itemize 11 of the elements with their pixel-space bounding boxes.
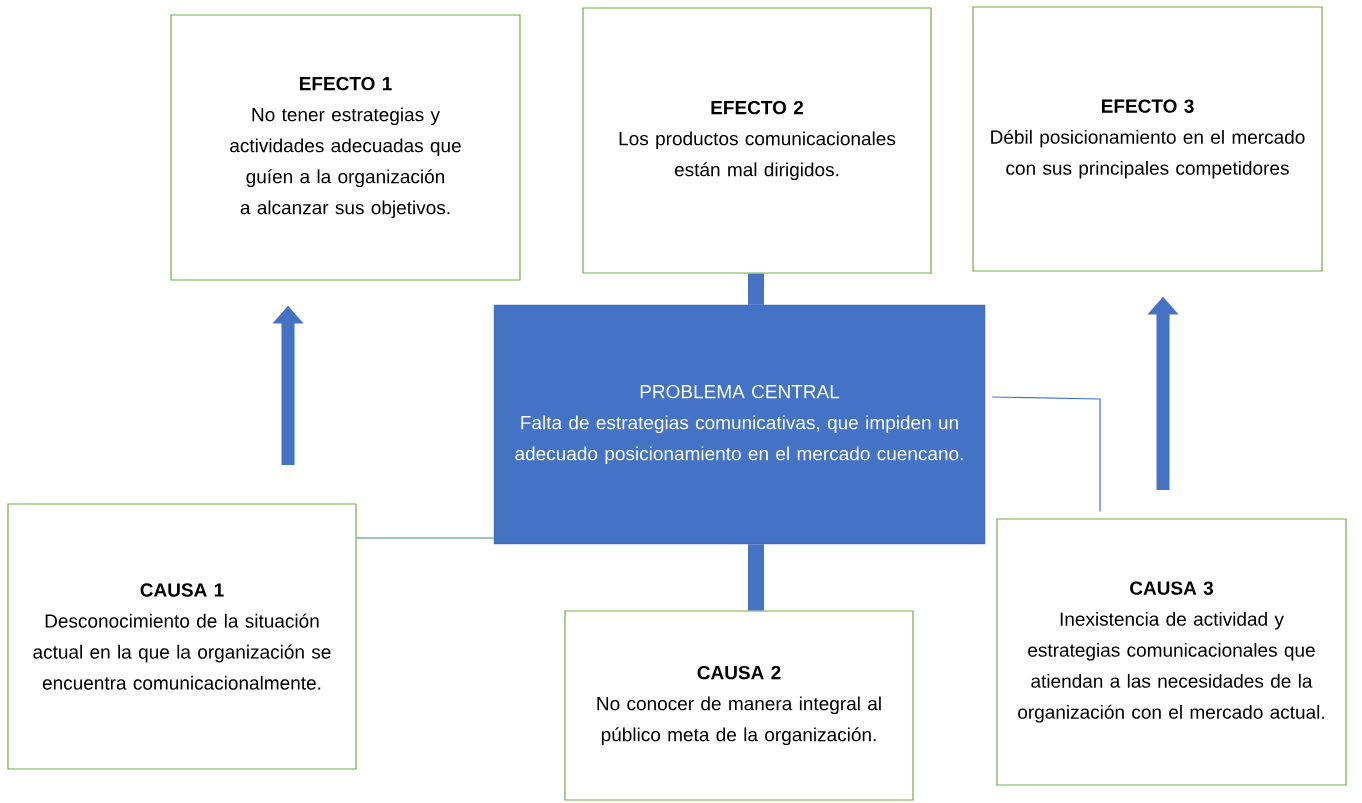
text-box: EFECTO 1 No tener estrategias y actividades adecuadas que guíen a la organización a alcanzar sus objetivos. bbox=[170, 14, 521, 281]
text-box: EFECTO 2 Los productos comunicacionales están mal dirigidos. bbox=[582, 7, 932, 274]
text-box: EFECTO 3 Débil posicionamiento en el mercado con sus principales competidores bbox=[972, 6, 1323, 272]
connector-line bbox=[356, 537, 495, 539]
connector-line bbox=[991, 396, 1101, 512]
connector-bar bbox=[748, 544, 764, 611]
text-box: CAUSA 1 Desconocimiento de la situación actual en la que la organización se encuentra comunicacionalmente. bbox=[7, 503, 357, 770]
text-box: CAUSA 2 No conocer de manera integral al público meta de la organización. bbox=[564, 610, 914, 801]
text-box: CAUSA 3 Inexistencia de actividad y estrategias comunicacionales que atiendan a las necesidades de la organización con el mercado actual. bbox=[996, 518, 1347, 786]
connector-bar bbox=[748, 273, 764, 305]
problem-box: PROBLEMA CENTRAL Falta de estrategias comunicativas, que impiden un adecuado posicionamiento en el mercado cuencano. bbox=[493, 304, 986, 545]
